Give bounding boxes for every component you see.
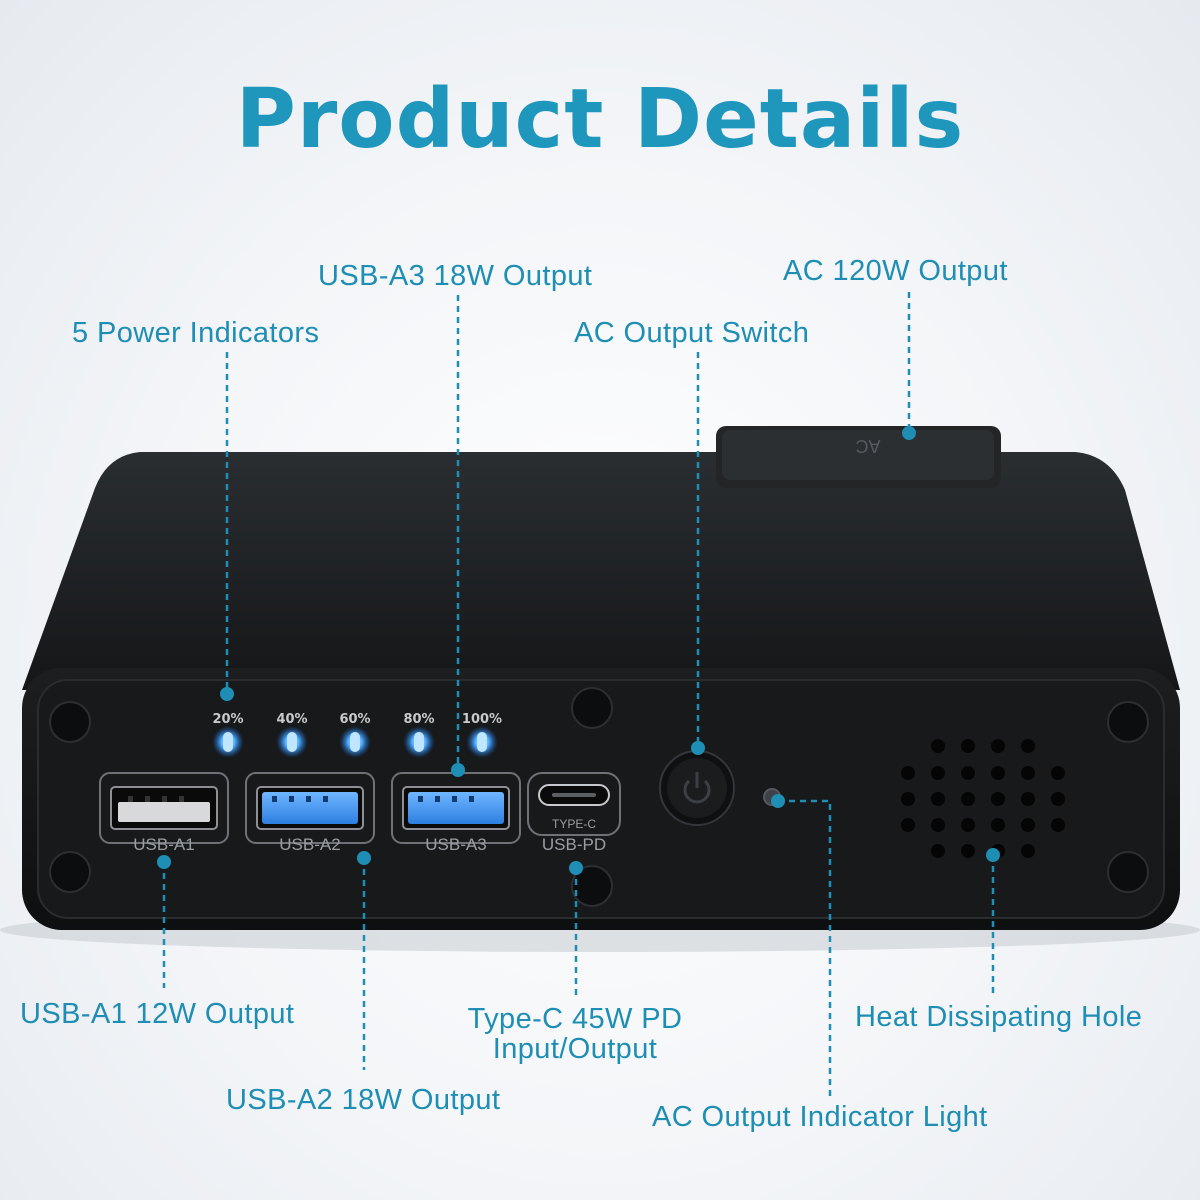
- ac-switch-button: [659, 750, 735, 826]
- callout-type-c-line2: Input/Output: [492, 1033, 658, 1065]
- power-led-60: [339, 726, 371, 758]
- marker-dot: [771, 794, 785, 808]
- power-led-40: [276, 726, 308, 758]
- screw-icon: [49, 701, 91, 743]
- usb-a1-label: USB-A1: [133, 835, 194, 854]
- indicator-label-60: 60%: [339, 712, 370, 727]
- ac-outlet-cover: AC: [716, 426, 1001, 488]
- marker-dot: [569, 861, 583, 875]
- marker-dot: [157, 855, 171, 869]
- callout-ac-output: AC 120W Output: [783, 255, 1008, 287]
- marker-dot: [451, 763, 465, 777]
- screw-icon: [571, 687, 613, 729]
- callout-usb-a2: USB-A2 18W Output: [226, 1084, 501, 1116]
- usb-a3-port: USB-A3: [391, 772, 521, 854]
- marker-dot: [986, 848, 1000, 862]
- heat-vent-grid: [901, 739, 1065, 858]
- indicator-label-40: 40%: [276, 712, 307, 727]
- power-led-80: [403, 726, 435, 758]
- callout-ac-light: AC Output Indicator Light: [652, 1101, 988, 1133]
- callout-usb-a3: USB-A3 18W Output: [318, 260, 593, 292]
- power-led-20: [212, 726, 244, 758]
- type-c-small-label: TYPE-C: [552, 817, 596, 831]
- usb-a1-port: USB-A1: [99, 772, 229, 854]
- marker-dot: [902, 426, 916, 440]
- power-icon: [683, 772, 711, 804]
- screw-icon: [1107, 701, 1149, 743]
- power-led-100: [466, 726, 498, 758]
- screw-icon: [571, 865, 613, 907]
- usb-a3-label: USB-A3: [425, 835, 486, 854]
- callout-type-c: Type-C 45W PD Input/Output: [430, 1004, 720, 1064]
- page-title: Product Details: [235, 72, 965, 167]
- indicator-label-20: 20%: [212, 712, 243, 727]
- usb-pd-label: USB-PD: [542, 835, 606, 854]
- type-c-port: TYPE-C USB-PD: [527, 772, 621, 854]
- marker-dot: [357, 851, 371, 865]
- callout-type-c-line1: Type-C 45W PD: [467, 1003, 683, 1035]
- screw-icon: [49, 851, 91, 893]
- device-top: [22, 452, 1180, 690]
- screw-icon: [1107, 851, 1149, 893]
- usb-a2-label: USB-A2: [279, 835, 340, 854]
- callout-heat-hole: Heat Dissipating Hole: [855, 1001, 1143, 1033]
- indicator-label-100: 100%: [462, 712, 502, 727]
- marker-dot: [691, 741, 705, 755]
- callout-usb-a1: USB-A1 12W Output: [20, 998, 295, 1030]
- callout-ac-switch: AC Output Switch: [574, 317, 810, 349]
- indicator-label-80: 80%: [403, 712, 434, 727]
- ac-outlet-label: AC: [855, 436, 880, 456]
- usb-a2-port: USB-A2: [245, 772, 375, 854]
- callout-power-indicators: 5 Power Indicators: [72, 317, 320, 349]
- marker-dot: [220, 687, 234, 701]
